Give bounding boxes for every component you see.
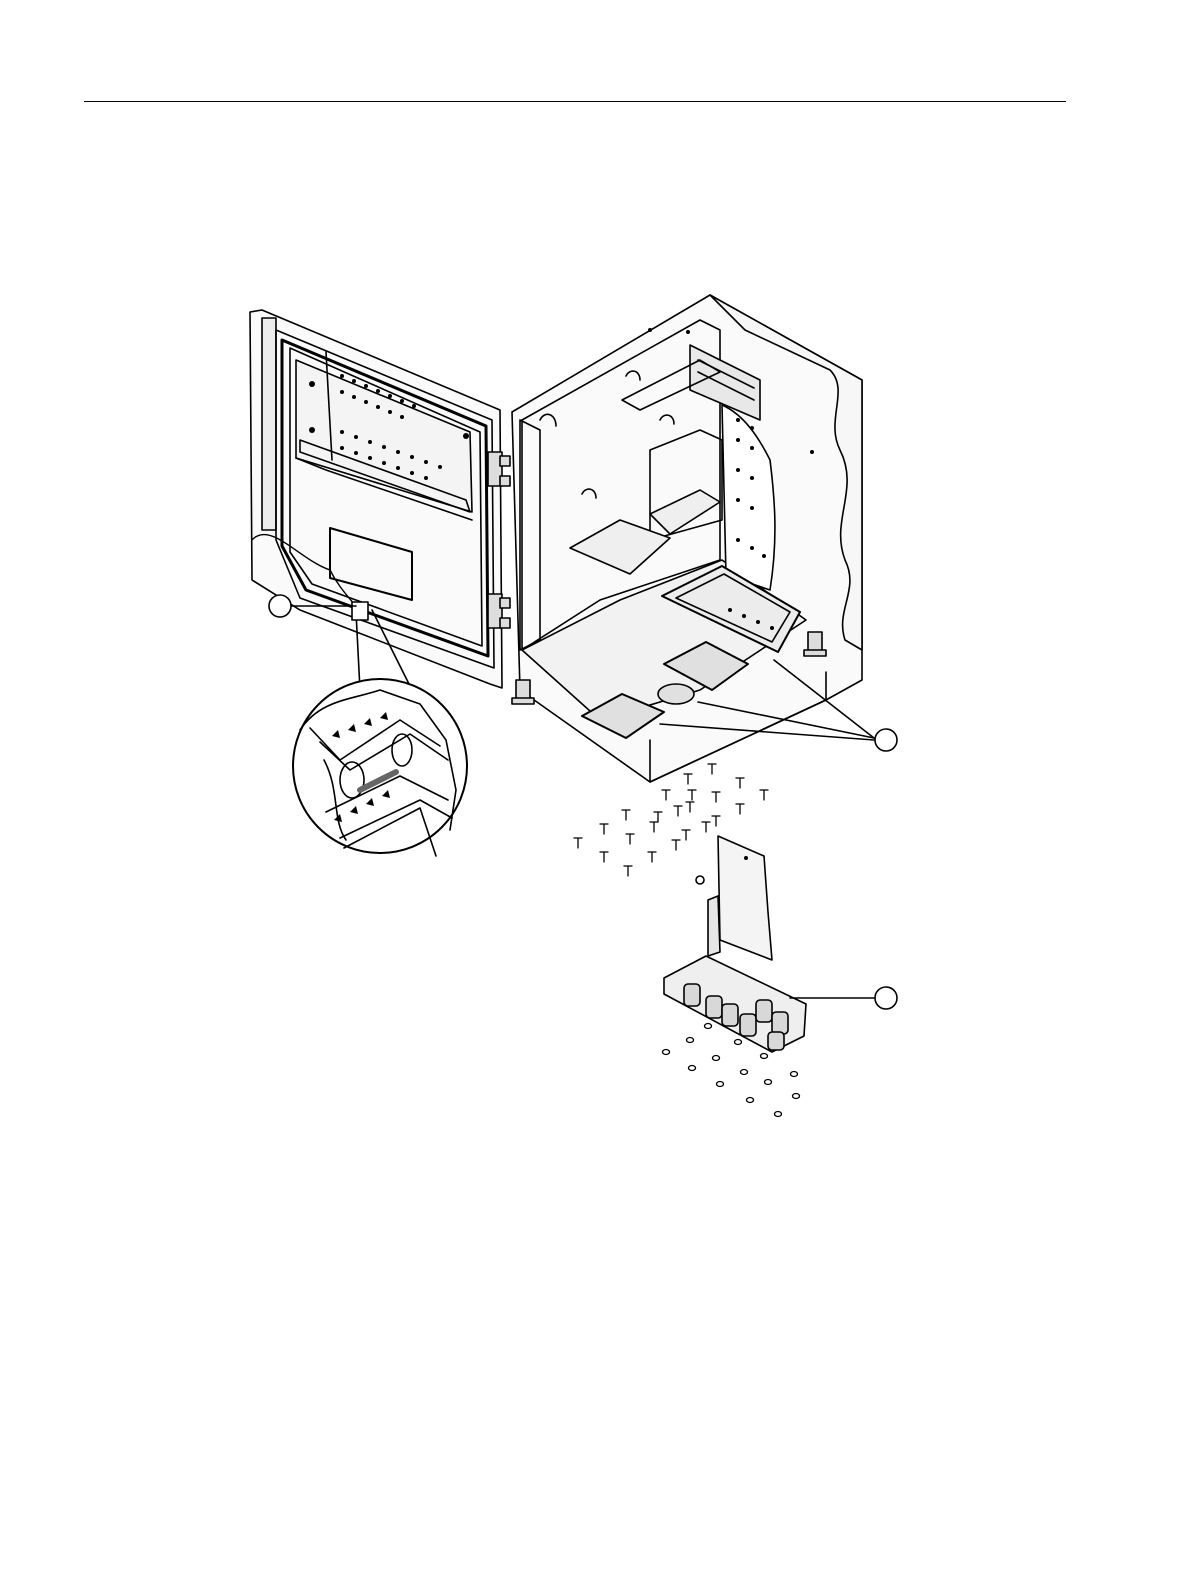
screw-icon [622,810,630,820]
gland-plate-assembly [663,836,807,1117]
screw-icon [648,852,656,862]
screw-icon [600,852,608,862]
screw-icon [662,790,670,800]
screw-icon [712,816,720,826]
screw-icon [682,830,690,840]
screw-icon [688,790,696,800]
screw-icon [674,806,682,816]
screw-icon [626,834,634,844]
screw-icon [712,792,720,802]
enclosure-door [250,310,510,688]
screw-icon [736,804,744,814]
screw-icon [684,774,692,784]
screw-icon [760,790,768,800]
screw-icon [686,802,694,812]
screw-icon [574,838,582,848]
screw-icon [600,824,608,834]
enclosure-body [512,295,862,782]
screw-icon [672,840,680,850]
screw-icon [708,764,716,774]
screw-icon [702,822,710,832]
screw-icon [736,778,744,788]
screw-icon [624,866,632,876]
screw-icon [650,822,658,832]
screw-icon [654,812,662,822]
